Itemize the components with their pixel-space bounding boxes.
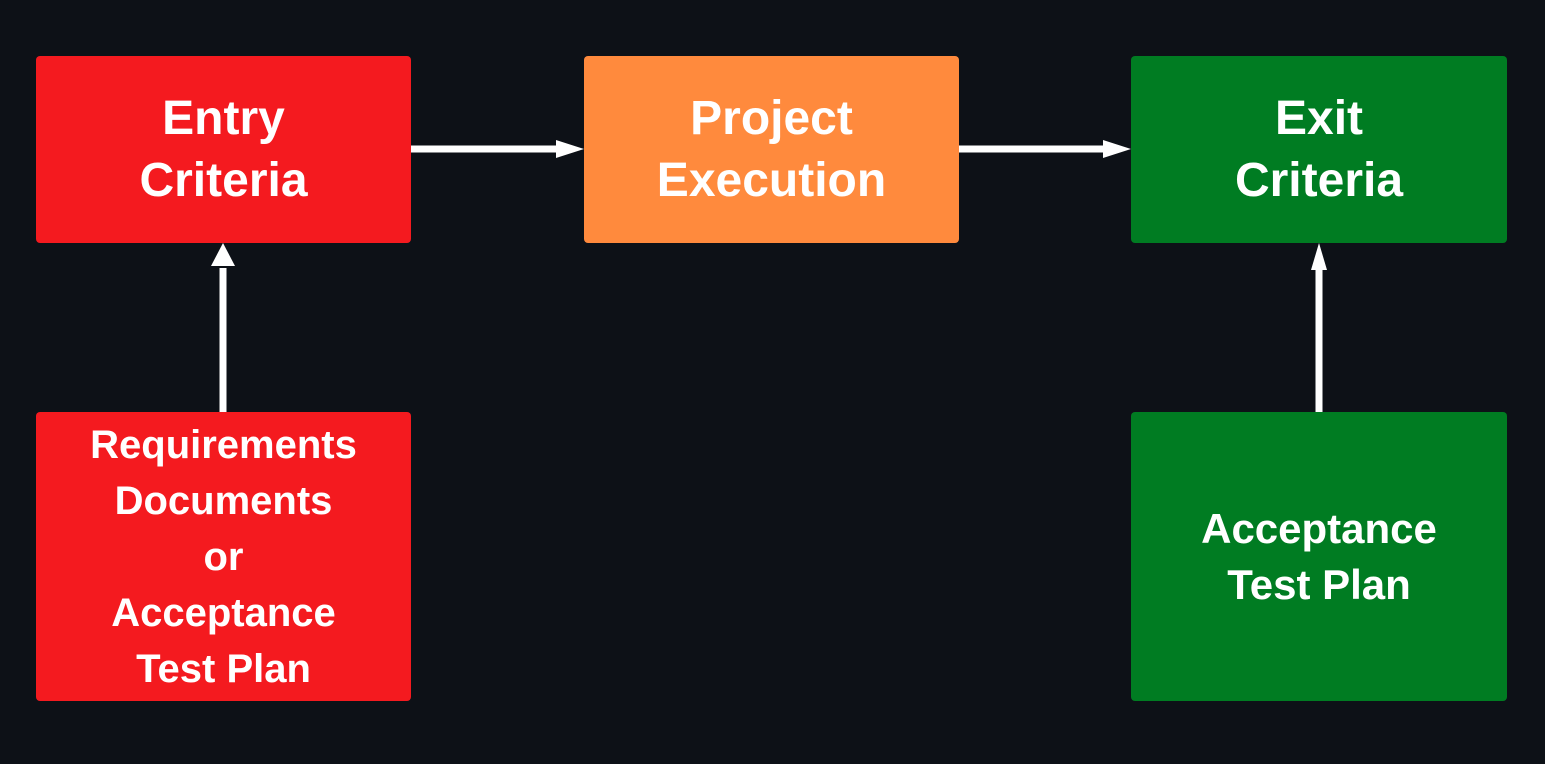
acceptance-test-plan-line-2: Test Plan [1227, 560, 1411, 608]
requirements-line-5: Test Plan [136, 646, 311, 691]
requirements-line-3: or [203, 534, 244, 579]
project-execution-box: Project Execution [584, 56, 959, 243]
requirements-line-1: Requirements [90, 422, 357, 467]
project-execution-line-1: Project [690, 91, 853, 145]
arrow-entry-to-execution [411, 140, 584, 158]
requirements-box: Requirements Documents or Acceptance Tes… [36, 412, 411, 701]
exit-criteria-line-1: Exit [1274, 91, 1364, 145]
exit-criteria-box: Exit Criteria [1131, 56, 1507, 243]
requirements-line-2: Documents [114, 478, 333, 523]
project-execution-line-2: Execution [656, 153, 887, 207]
requirements-line-4: Acceptance [111, 590, 336, 635]
arrow-requirements-to-entry [211, 243, 235, 412]
entry-criteria-box: Entry Criteria [36, 56, 411, 243]
entry-criteria-line-2: Criteria [139, 153, 308, 207]
entry-criteria-line-1: Entry [162, 91, 285, 145]
arrow-acceptance-to-exit [1311, 243, 1327, 412]
exit-criteria-line-2: Criteria [1234, 153, 1404, 207]
acceptance-test-plan-box: Acceptance Test Plan [1131, 412, 1507, 701]
acceptance-test-plan-line-1: Acceptance [1201, 504, 1437, 552]
arrow-execution-to-exit [959, 140, 1131, 158]
